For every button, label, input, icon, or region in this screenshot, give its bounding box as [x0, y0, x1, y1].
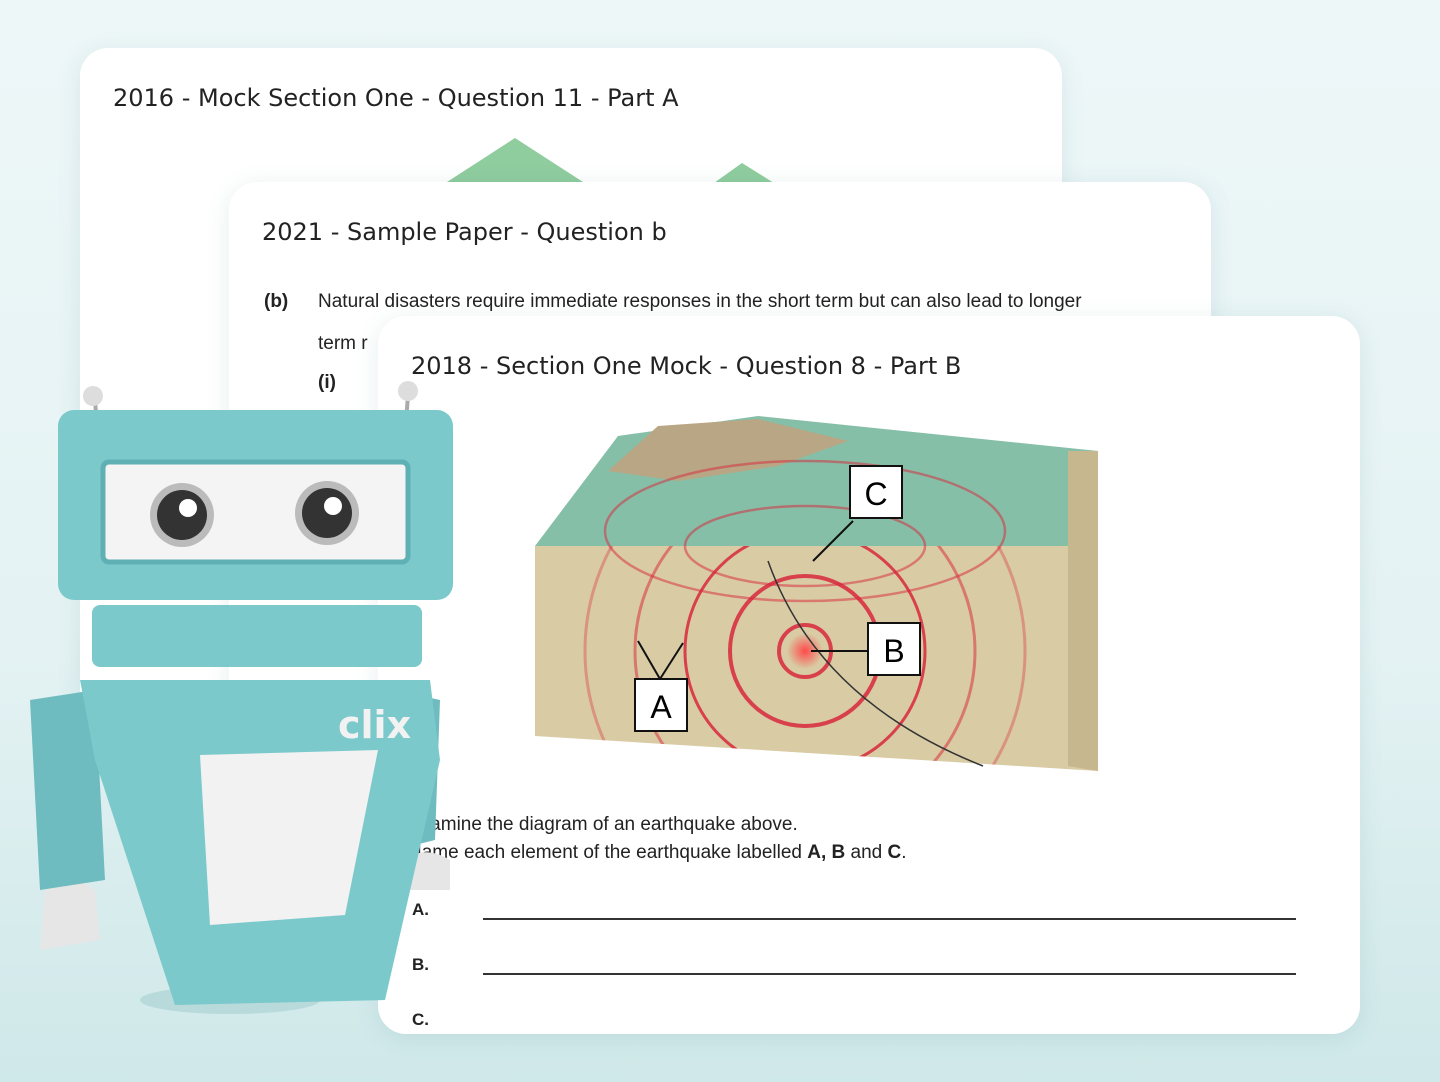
- svg-text:B: B: [883, 633, 904, 669]
- answer-label-c: C.: [412, 1010, 429, 1029]
- card-title: 2021 - Sample Paper - Question b: [262, 218, 667, 246]
- answer-label-a: A.: [412, 900, 429, 919]
- card-title: 2016 - Mock Section One - Question 11 - …: [113, 84, 679, 112]
- answer-line-b[interactable]: [483, 973, 1296, 975]
- sub-label: (i): [318, 372, 336, 393]
- label-c: C: [849, 465, 903, 519]
- instruction-2: Name each element of the earthquake labe…: [408, 842, 907, 863]
- label-b: B: [867, 622, 921, 676]
- question-text-2: term r: [318, 333, 368, 354]
- earthquake-diagram: C B A: [535, 416, 1098, 771]
- answer-label-b: B.: [412, 955, 429, 974]
- svg-text:C: C: [864, 476, 887, 512]
- question-card-2018[interactable]: 2018 - Section One Mock - Question 8 - P…: [378, 316, 1360, 1034]
- answer-line-a[interactable]: [483, 918, 1296, 920]
- card-title: 2018 - Section One Mock - Question 8 - P…: [411, 352, 962, 380]
- instruction-1: Examine the diagram of an earthquake abo…: [408, 814, 798, 835]
- svg-text:A: A: [650, 689, 672, 725]
- label-a: A: [634, 678, 688, 732]
- question-text: Natural disasters require immediate resp…: [318, 291, 1082, 312]
- part-label: (b): [264, 291, 289, 312]
